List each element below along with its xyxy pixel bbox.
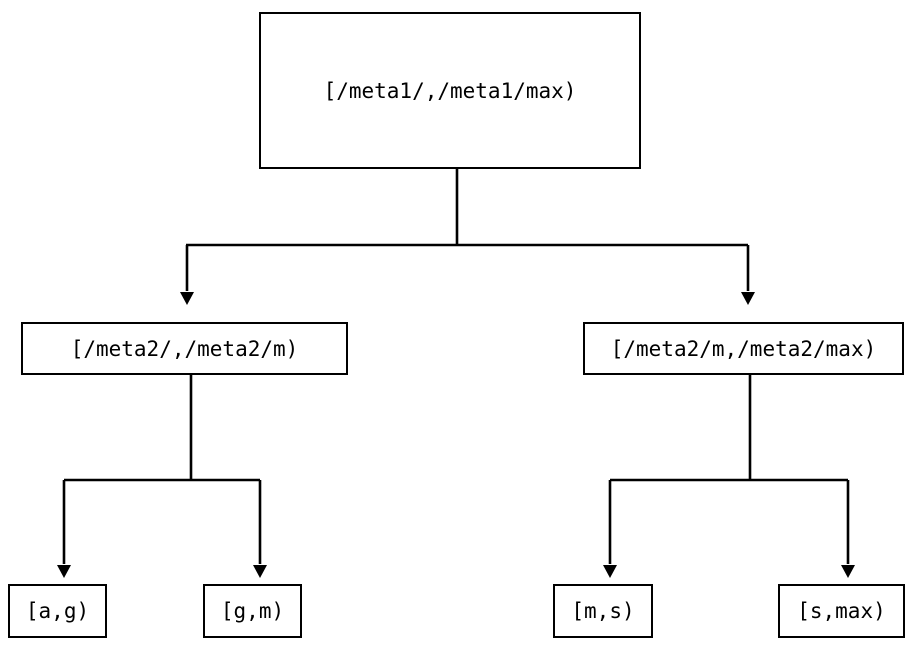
arrowhead-icon [253,565,267,578]
node-mid-left[interactable]: [/meta2/,/meta2/m) [21,322,348,375]
node-root[interactable]: [/meta1/,/meta1/max) [259,12,641,169]
arrowhead-icon [603,565,617,578]
edge-root-to-middle [180,168,755,305]
node-mid-right[interactable]: [/meta2/m,/meta2/max) [583,322,904,375]
node-leaf-g-m[interactable]: [g,m) [203,584,302,638]
edge-midleft-to-leaves [57,374,267,578]
edge-midright-to-leaves [603,374,855,578]
arrowhead-icon [741,292,755,305]
arrowhead-icon [57,565,71,578]
node-leaf-a-g[interactable]: [a,g) [8,584,107,638]
node-leaf-s-max[interactable]: [s,max) [778,584,905,638]
arrowhead-icon [180,292,194,305]
arrowhead-icon [841,565,855,578]
node-leaf-m-s[interactable]: [m,s) [553,584,653,638]
